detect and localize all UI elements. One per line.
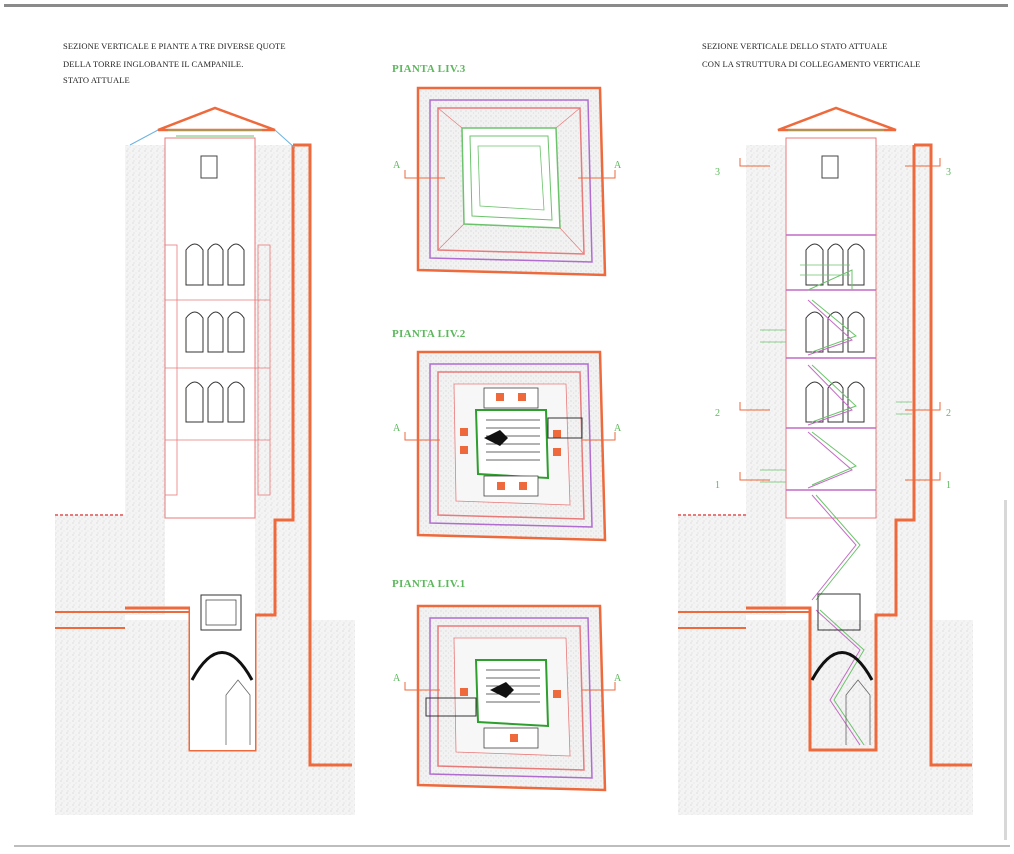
plan-liv2-title: PIANTA LIV.2	[392, 328, 466, 340]
sheet-top-border	[4, 4, 1008, 7]
left-lower-shaft	[190, 520, 255, 750]
right-arch	[810, 651, 874, 681]
left-caption-line-3: STATO ATTUALE	[63, 75, 130, 85]
plan2-inner-wall	[437, 371, 585, 520]
plan-liv1-drawing	[404, 604, 616, 792]
plan1-mark-a-left: A	[393, 673, 401, 684]
left-trifora-middle	[185, 311, 245, 353]
left-arch	[190, 651, 254, 681]
plan1-stair-arrow	[490, 682, 514, 698]
plan-liv3-title: PIANTA LIV.3	[392, 63, 466, 75]
right-caption-line-2: CON LA STRUTTURA DI COLLEGAMENTO VERTICA…	[702, 59, 921, 69]
left-roof-flashing	[129, 129, 159, 146]
right-top-window	[821, 155, 839, 179]
left-lower-doorway	[225, 679, 251, 745]
plan3-section-mark-left	[404, 170, 445, 179]
right-wall-outline-right	[914, 143, 972, 767]
right-section-drawing	[678, 106, 973, 815]
plan3-inner-opening-2	[477, 145, 545, 211]
plan3-inner-opening	[469, 135, 553, 221]
plan2-purple-line	[429, 363, 593, 528]
left-section-drawing	[55, 106, 355, 815]
sheet-right-border	[1004, 500, 1007, 840]
left-top-window	[200, 155, 218, 179]
plan1-stair-well	[474, 659, 550, 728]
right-adjacent-wall	[678, 515, 746, 620]
right-level-2-right: 2	[946, 408, 951, 419]
right-level-3-right: 3	[946, 167, 951, 178]
left-adjacent-wall	[55, 515, 125, 620]
plan1-columns	[460, 688, 561, 742]
right-level-2-left: 2	[715, 408, 720, 419]
plan2-mark-a-right: A	[614, 423, 622, 434]
right-trifora	[805, 243, 865, 423]
right-roof	[777, 106, 897, 132]
left-trifora-upper	[185, 243, 245, 286]
plan2-side-opening	[547, 417, 583, 439]
right-tower-wall-right	[876, 145, 931, 765]
plan3-mark-a-left: A	[393, 160, 401, 171]
plan1-mark-a-right: A	[614, 673, 622, 684]
plan2-bottom-bench	[483, 475, 539, 497]
right-level-1-left: 1	[715, 480, 720, 491]
left-wall-outline-right	[293, 143, 352, 767]
plan2-stair-arrow	[484, 430, 508, 446]
plan3-section-mark-right	[578, 170, 616, 179]
left-trifora-lower	[185, 381, 245, 423]
plan2-top-bench	[483, 387, 539, 409]
left-caption-line-2: DELLA TORRE INGLOBANTE IL CAMPANILE.	[63, 59, 244, 69]
plan3-purple-line	[429, 99, 593, 263]
plan1-purple-line	[429, 617, 593, 779]
plan2-mark-a-left: A	[393, 423, 401, 434]
right-caption-line-1: SEZIONE VERTICALE DELLO STATO ATTUALE	[702, 41, 888, 51]
right-door-frame	[817, 593, 861, 631]
right-level-markers	[739, 158, 941, 481]
left-pilaster-r	[257, 244, 271, 496]
plan-liv2-drawing	[404, 350, 616, 542]
sheet-bottom-border	[14, 845, 1010, 847]
plan1-section-mark-right	[582, 682, 616, 691]
left-caption-line-1: SEZIONE VERTICALE E PIANTE A TRE DIVERSE…	[63, 41, 286, 51]
plan2-columns	[460, 393, 561, 490]
right-stair-structure	[760, 234, 912, 746]
plan1-inner-wall	[437, 625, 585, 771]
plan1-entrance-opening	[425, 697, 477, 717]
left-roof	[157, 106, 276, 132]
right-level-1-right: 1	[946, 480, 951, 491]
left-tower-wall-right	[255, 145, 310, 765]
right-lower-doorway	[845, 679, 871, 745]
plan3-belfry-opening	[461, 127, 561, 229]
right-tower-wall-left	[746, 145, 786, 615]
plan-liv1-title: PIANTA LIV.1	[392, 578, 466, 590]
left-roof-flashing-2	[274, 129, 296, 149]
plan1-section-mark-left	[404, 682, 440, 691]
right-wall-outline-inner	[746, 145, 916, 752]
plan2-section-mark-right	[582, 432, 616, 441]
left-door-inner	[205, 599, 237, 626]
plan2-section-mark-left	[404, 432, 440, 441]
plan1-stair-steps	[486, 669, 540, 703]
plan-liv3-drawing	[404, 86, 616, 277]
left-door-frame	[200, 594, 242, 631]
right-level-3-left: 3	[715, 167, 720, 178]
left-tower-wall-left	[125, 145, 165, 615]
left-pilaster-l	[164, 244, 178, 496]
plan3-mark-a-right: A	[614, 160, 622, 171]
